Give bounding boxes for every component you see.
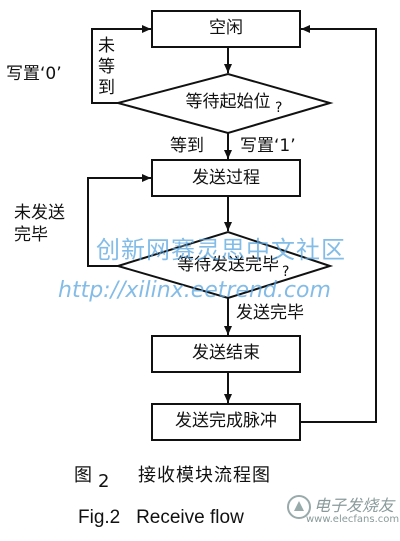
loop-pulse-to-idle [300, 25, 377, 423]
label-not-sent-done: 未发送 完毕 [14, 203, 65, 245]
box-idle [151, 10, 301, 48]
caption-fig-en: Fig.2 Receive flow [78, 507, 244, 528]
elecfans-logo-text: 电子发烧友 [314, 496, 395, 515]
label-write1: 写置‘1’ [240, 136, 296, 156]
label-not-arrived: 未 等 到 [98, 36, 115, 98]
node-send-process-label: 发送过程 [192, 168, 260, 188]
label-arrived: 等到 [170, 136, 204, 156]
label-write0: 写置‘0’ [6, 64, 62, 84]
node-send-end-label: 发送结束 [192, 343, 260, 363]
box-send-end [151, 335, 301, 373]
elecfans-logo-icon [287, 495, 311, 519]
diamond-wait-start [114, 72, 334, 135]
caption-fig-cn-num: 2 [98, 471, 110, 492]
node-send-done-pulse-label: 发送完成脉冲 [175, 411, 277, 431]
question-mark-2: ? [282, 264, 290, 280]
node-idle-label: 空闲 [209, 18, 243, 38]
caption-fig-cn-title: 接收模块流程图 [138, 465, 271, 486]
watermark-community: 创新网赛灵思中文社区 [96, 236, 346, 264]
caption-fig-cn-prefix: 图 [74, 465, 92, 486]
box-send-process [151, 159, 301, 197]
node-wait-send-done-label: 等待发送完毕 [177, 255, 279, 275]
node-wait-start-label: 等待起始位 [185, 92, 271, 112]
diamond-wait-send-done [114, 230, 334, 300]
loop-not-sent-done [87, 174, 151, 267]
elecfans-logo-url: www.elecfans.com [306, 514, 400, 525]
question-mark-1: ? [275, 100, 283, 116]
watermark-url: http://xilinx.eetrend.com [58, 278, 331, 303]
label-sent-done: 发送完毕 [236, 303, 304, 323]
box-send-done-pulse [151, 403, 301, 441]
loop-not-arrived [91, 25, 151, 104]
elecfans-logo: 电子发烧友 www.elecfans.com [286, 488, 400, 536]
